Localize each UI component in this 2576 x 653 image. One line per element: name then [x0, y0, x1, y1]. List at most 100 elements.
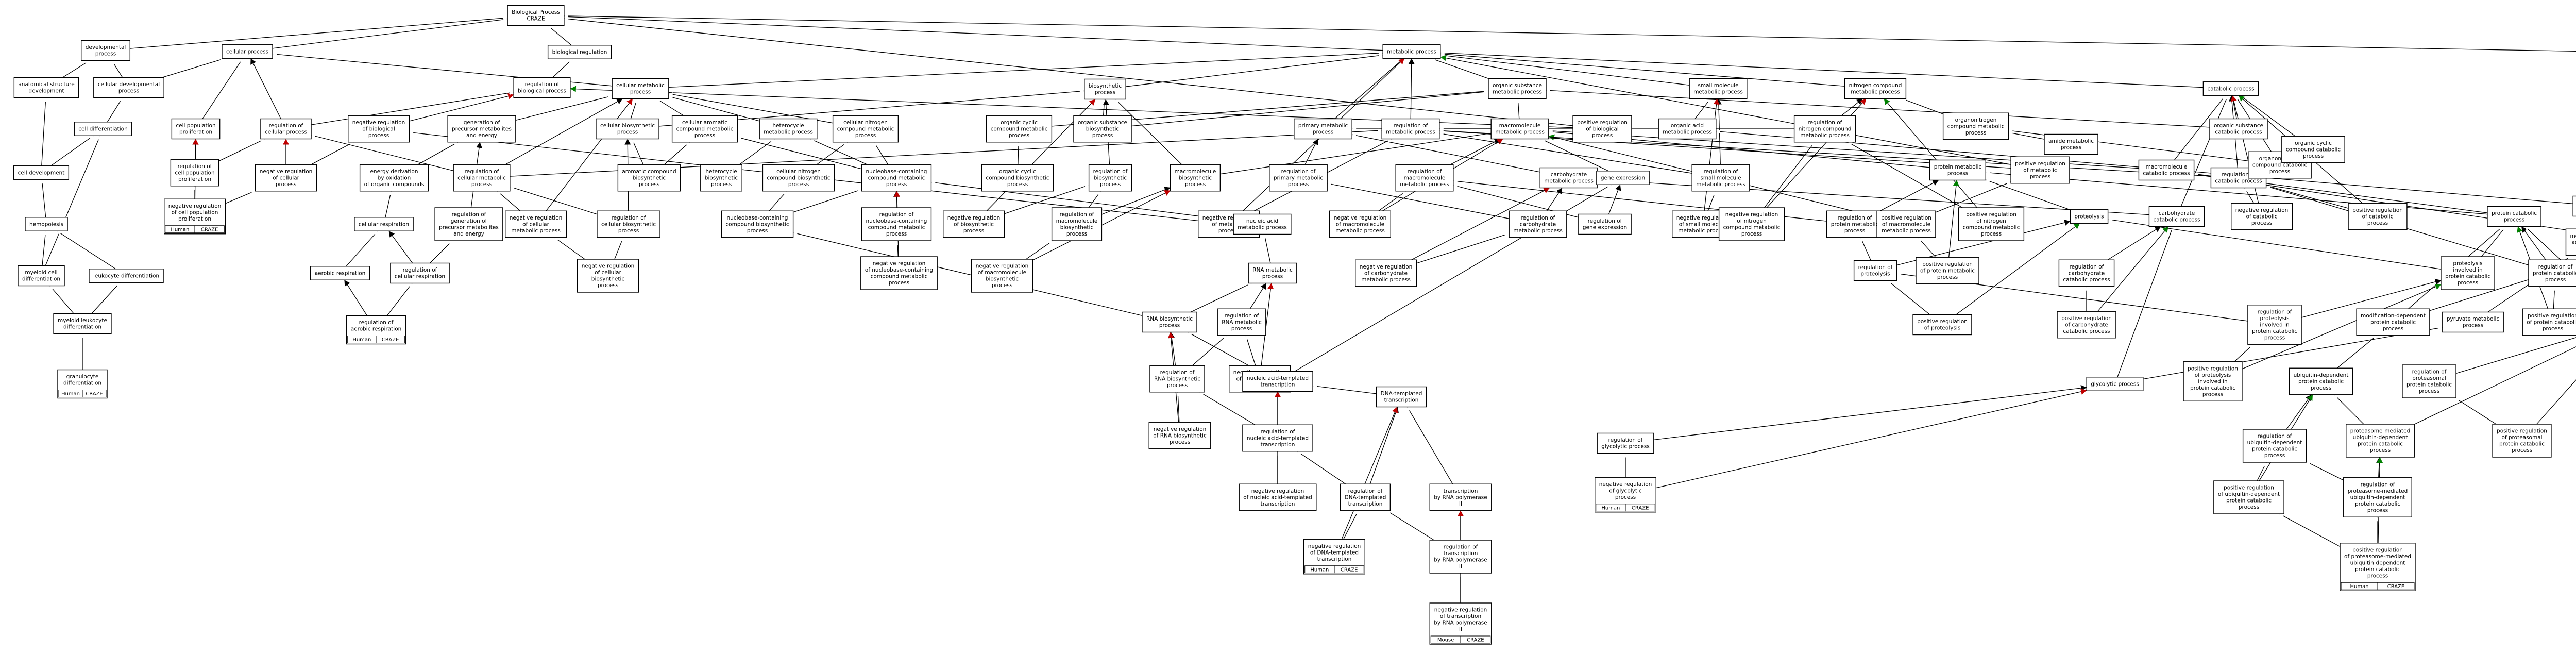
go-term-glyc[interactable]: glycolytic process — [2086, 377, 2144, 391]
go-term-cp[interactable]: cellular process — [222, 44, 273, 59]
go-term-regpmub[interactable]: regulation ofproteasome-mediatedubiquiti… — [2343, 477, 2412, 517]
go-term-regmbp[interactable]: regulation ofmacromoleculebiosyntheticpr… — [1051, 207, 1103, 241]
go-term-catp[interactable]: catabolic process — [2202, 81, 2259, 96]
go-term-cresp[interactable]: cellular respiration — [354, 217, 414, 231]
go-term-aresp[interactable]: aerobic respiration — [310, 266, 370, 280]
go-term-cdiff[interactable]: cell differentiation — [74, 122, 132, 136]
go-term-breg[interactable]: biological regulation — [547, 45, 612, 59]
go-term-celldev[interactable]: cell development — [13, 165, 70, 180]
go-term-gexp[interactable]: gene expression — [1596, 171, 1650, 185]
go-term-proteo[interactable]: proteolysis — [2070, 209, 2109, 224]
go-term-pmub[interactable]: proteasome-mediatedubiquitin-dependentpr… — [2346, 424, 2415, 458]
go-term-ldiff[interactable]: leukocyte differentiation — [89, 269, 164, 283]
